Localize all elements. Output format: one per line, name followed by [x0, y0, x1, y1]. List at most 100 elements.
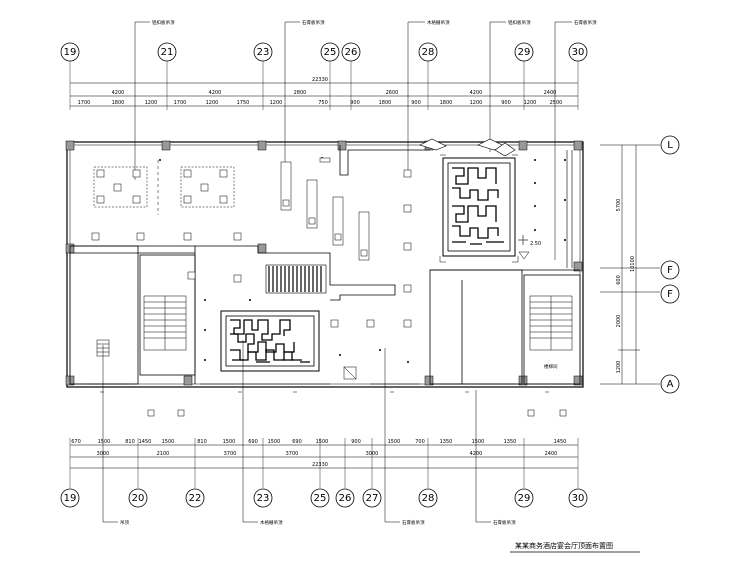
callout-text: 石膏板吊顶: [574, 19, 597, 26]
dim-text: 900: [411, 100, 421, 106]
drawing-title: 某某商务酒店宴会厅顶面布置图: [515, 541, 613, 550]
lattice-panel-bottom: [220, 310, 320, 372]
dim-text: 1450: [554, 439, 567, 445]
elevation-marker: 2.50: [518, 235, 541, 260]
bottom-callout-leaders: [102, 340, 491, 523]
top-axis-lines: [69, 61, 579, 110]
dim-text: 3700: [224, 451, 237, 457]
axis-label: 23: [257, 493, 270, 504]
bottom-dimension-lines: [70, 444, 578, 469]
axis-label: 28: [422, 47, 435, 58]
dim-text: 4200: [470, 90, 483, 96]
axis-label: 25: [324, 47, 337, 58]
dim-text: 1200: [270, 100, 283, 106]
dim-text: 690: [292, 439, 302, 445]
exterior-squares: [147, 409, 567, 417]
right-dim-text: 600: [616, 275, 622, 285]
dim-text: 1500: [223, 439, 236, 445]
dim-text: 2500: [550, 100, 563, 106]
right-dim-text: 2000: [616, 315, 622, 328]
top-callout-leaders: [134, 21, 572, 260]
dim-text: 1350: [440, 439, 453, 445]
lattice-panel-top-right: [442, 157, 516, 257]
axis-label: 26: [339, 493, 352, 504]
dim-text: 1800: [379, 100, 392, 106]
dim-text: 1500: [472, 439, 485, 445]
dim-text: 670: [71, 439, 81, 445]
dim-text: 1500: [98, 439, 111, 445]
right-total-dimension: 10100: [630, 256, 636, 272]
trough-fixtures: [282, 199, 368, 257]
axis-label: 25: [314, 493, 327, 504]
callout-text: 木格栅吊顶: [427, 19, 450, 26]
dim-text: 810: [125, 439, 135, 445]
misc-fixtures: [319, 157, 357, 380]
callout-text: 吊顶: [120, 520, 129, 526]
top-total-dimension: 22330: [312, 77, 328, 83]
axis-label: 26: [345, 47, 358, 58]
dim-text: 900: [350, 100, 360, 106]
right-axis-bubbles: L F F A: [660, 135, 680, 394]
dim-text: 4200: [209, 90, 222, 96]
room-label: 楼梯间: [544, 363, 558, 370]
panel-corners: [439, 154, 519, 263]
dim-text: 1350: [504, 439, 517, 445]
dim-text: 1700: [78, 100, 91, 106]
axis-label: 27: [366, 493, 379, 504]
ceiling-light-panel-left: [93, 166, 235, 208]
linear-light-troughs: [280, 161, 370, 261]
right-dimension-lines: [600, 144, 660, 385]
bottom-dims-row1: 670 1500 810 1450 1500 810 1500 690 1500…: [71, 439, 566, 445]
dim-text: 4200: [112, 90, 125, 96]
bottom-axis-bubbles: 19 20 22 23 25 26 27 28 29 30: [60, 488, 588, 508]
top-dims-row1: 4200 4200 2800 2600 4200 2400: [112, 90, 557, 96]
dim-text: 1500: [162, 439, 175, 445]
dim-text: 700: [415, 439, 425, 445]
dim-text: 1200: [524, 100, 537, 106]
axis-label: 19: [64, 47, 77, 58]
dim-text: 1800: [440, 100, 453, 106]
bottom-dims-row2: 3000 2100 3700 3700 3000 4200 2400: [97, 451, 558, 457]
dim-text: 3700: [286, 451, 299, 457]
axis-label: A: [667, 379, 674, 390]
axis-label: 29: [518, 47, 531, 58]
callout-text: 石膏板吊顶: [402, 519, 425, 526]
axis-label: F: [667, 289, 673, 300]
callout-text: 铝扣板吊顶: [508, 19, 531, 26]
top-axis-bubbles: 19 21 23 25 26 28 29 30: [60, 42, 588, 62]
angled-wall-features: [419, 138, 516, 157]
square-downlights: [91, 169, 412, 328]
bottom-axis-lines: [69, 438, 579, 488]
dim-text: 1200: [206, 100, 219, 106]
dim-text: 1500: [316, 439, 329, 445]
top-dims-row2: 1700 1800 1200 1700 1200 1750 1200 750 9…: [78, 100, 563, 106]
left-stair: [143, 295, 187, 351]
axis-label: F: [667, 265, 673, 276]
dim-text: 2400: [545, 451, 558, 457]
dim-text: 2400: [544, 90, 557, 96]
dim-text: 2100: [157, 451, 170, 457]
dim-text: 1450: [139, 439, 152, 445]
callout-text: 木格栅吊顶: [260, 519, 283, 526]
dim-text: 1800: [112, 100, 125, 106]
dim-text: 2800: [294, 90, 307, 96]
right-strip: [566, 150, 573, 268]
dim-text: 1700: [174, 100, 187, 106]
dim-text: 1500: [388, 439, 401, 445]
dim-text: 810: [197, 439, 207, 445]
axis-label: 28: [422, 493, 435, 504]
axis-label: 29: [518, 493, 531, 504]
dim-text: 1500: [268, 439, 281, 445]
axis-label: 30: [572, 47, 585, 58]
axis-label: 30: [572, 493, 585, 504]
axis-label: L: [667, 140, 673, 151]
right-stair: [529, 295, 573, 351]
callout-text: 石膏板吊顶: [493, 519, 516, 526]
right-dim-text: 1200: [616, 361, 622, 374]
callout-text: 石膏板吊顶: [302, 19, 325, 26]
dim-text: 900: [351, 439, 361, 445]
drawing-title-block: 某某商务酒店宴会厅顶面布置图: [510, 541, 640, 553]
dim-text: 690: [248, 439, 258, 445]
